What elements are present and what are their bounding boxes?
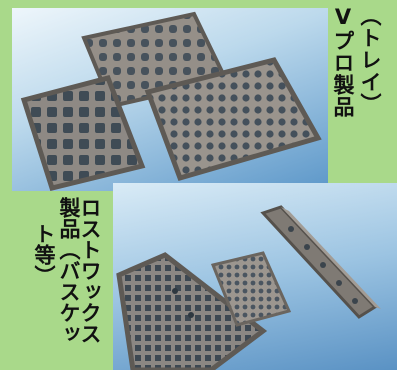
v-pro-products-title: Vプロ製品 [331, 5, 355, 118]
perforated-plate [210, 251, 292, 327]
basket-products-photo [113, 183, 397, 370]
rail-bar [260, 205, 381, 319]
tray-left [20, 75, 146, 191]
tray-products-photo [12, 8, 328, 191]
lost-wax-products-title-line3: ト等） [32, 223, 56, 286]
v-pro-products-subtitle: （トレイ） [358, 5, 382, 115]
basket [116, 252, 268, 370]
lost-wax-products-title: ロストワックス [78, 197, 102, 344]
tray-right [144, 57, 322, 182]
lost-wax-products-title-line2: 製品（バスケッ [57, 197, 81, 344]
tray-products-illustration [20, 11, 322, 191]
basket-products-illustration [116, 205, 381, 370]
